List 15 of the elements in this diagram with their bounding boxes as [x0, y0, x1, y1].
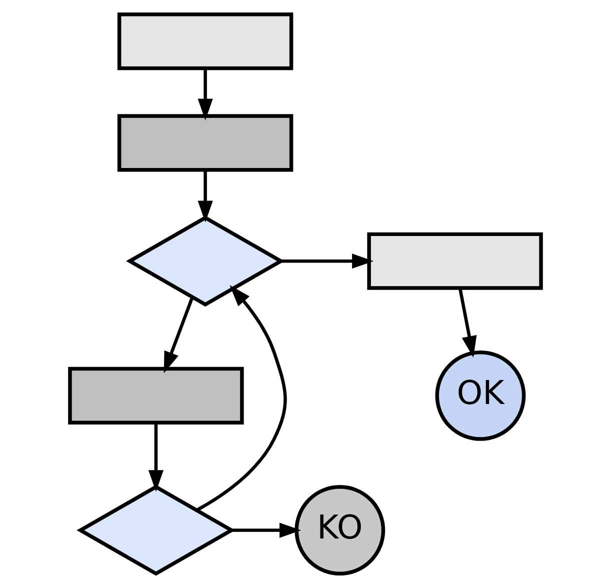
- arrow: [280, 254, 374, 269]
- node-box: [116, 114, 293, 172]
- arrow: [197, 68, 212, 120]
- node-box: [116, 12, 293, 70]
- arrow: [196, 285, 286, 512]
- arrow: [148, 423, 164, 492]
- arrow: [458, 288, 476, 358]
- node-box: [68, 366, 244, 424]
- arrow: [232, 522, 301, 538]
- node-box: [366, 232, 542, 290]
- arrow: [197, 170, 212, 222]
- node-circle: KO: [294, 485, 385, 576]
- node-diamond: [76, 484, 235, 576]
- node-circle: OK: [434, 350, 526, 441]
- arrow: [163, 296, 194, 374]
